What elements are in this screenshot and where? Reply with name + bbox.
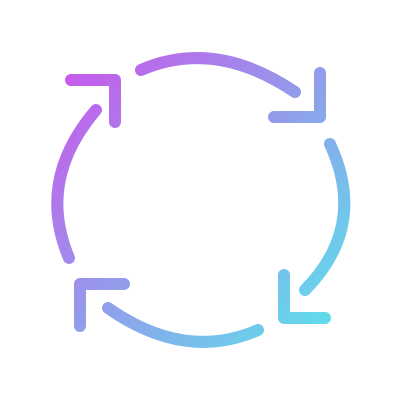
arrow-top-right-icon bbox=[135, 52, 326, 123]
arrow-bottom-icon bbox=[74, 278, 264, 348]
arrow-left-icon bbox=[51, 74, 121, 264]
arrow-right-icon bbox=[278, 138, 351, 324]
